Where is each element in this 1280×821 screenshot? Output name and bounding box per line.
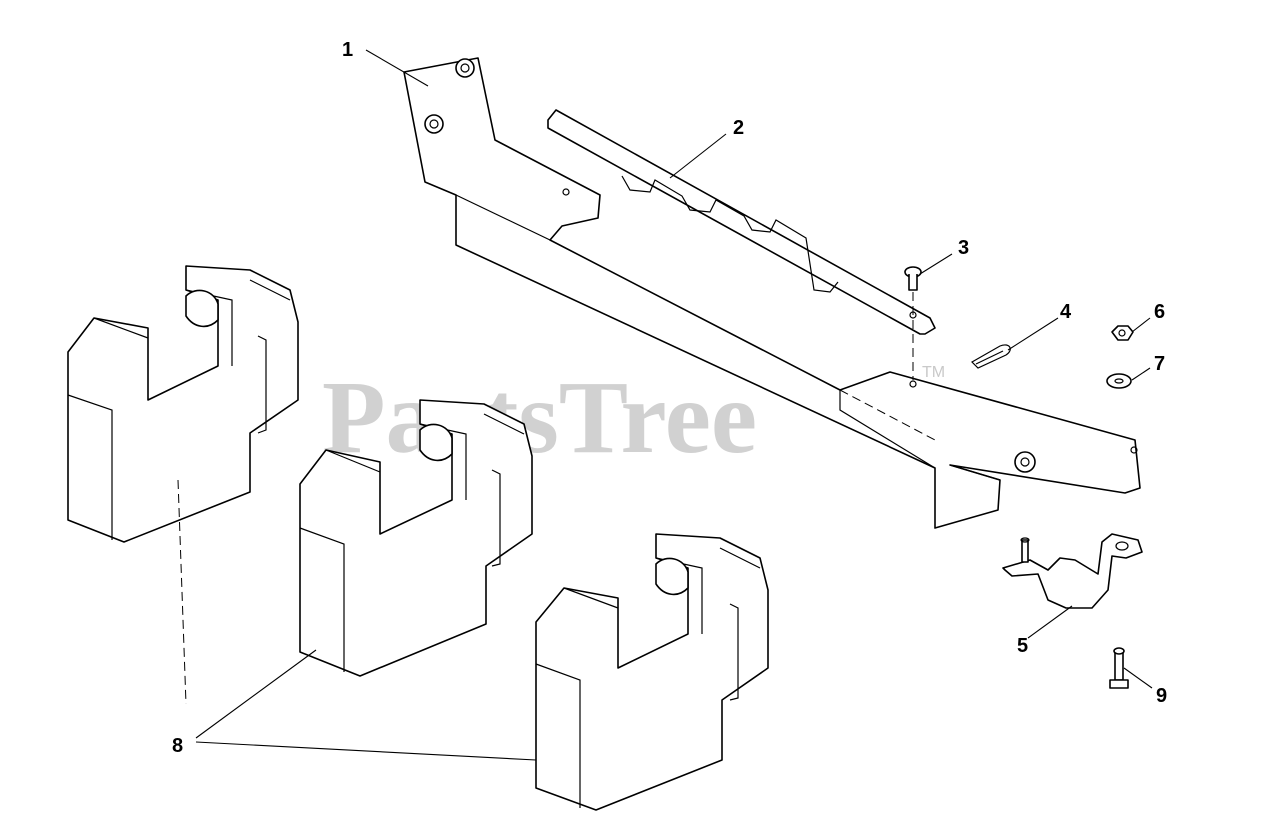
callout-2[interactable]: 2 bbox=[733, 117, 744, 139]
callout-1[interactable]: 1 bbox=[342, 39, 353, 61]
bracket-bolt-right bbox=[1014, 451, 1036, 473]
watermark-tm: TM bbox=[922, 364, 945, 381]
part-3-pin[interactable] bbox=[904, 266, 922, 380]
part-9-bolt[interactable] bbox=[1109, 647, 1129, 689]
callout-8[interactable]: 8 bbox=[172, 735, 183, 757]
part-1-weight-bracket[interactable] bbox=[403, 57, 1141, 529]
part-6-nut[interactable] bbox=[1111, 325, 1134, 341]
part-5-hitch-plate[interactable] bbox=[1002, 533, 1143, 609]
callout-3[interactable]: 3 bbox=[958, 237, 969, 259]
part-8-weight-middle[interactable] bbox=[299, 399, 533, 677]
watermark: PartsTree bbox=[322, 360, 757, 475]
callout-9[interactable]: 9 bbox=[1156, 685, 1167, 707]
bracket-bolt-top bbox=[455, 58, 475, 78]
part-4-hairpin-clip[interactable] bbox=[971, 344, 1011, 369]
part-7-washer[interactable] bbox=[1106, 373, 1132, 389]
part-8-weight-left[interactable] bbox=[67, 265, 299, 543]
callout-6[interactable]: 6 bbox=[1154, 301, 1165, 323]
bracket-bolt-mid bbox=[424, 114, 444, 134]
part-8-weight-right[interactable] bbox=[535, 533, 769, 811]
callout-4[interactable]: 4 bbox=[1060, 301, 1072, 323]
callout-7[interactable]: 7 bbox=[1154, 353, 1165, 375]
callout-5[interactable]: 5 bbox=[1017, 635, 1028, 657]
leader-lines bbox=[177, 49, 1153, 761]
part-2-notched-bar[interactable] bbox=[547, 109, 936, 335]
